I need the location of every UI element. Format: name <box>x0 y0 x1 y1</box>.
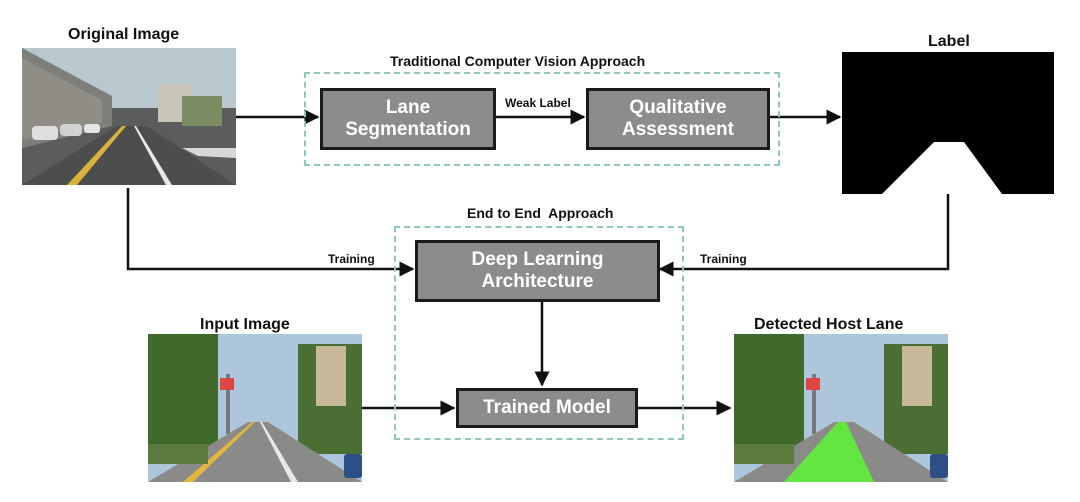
detected-host-lane-image <box>734 334 948 482</box>
qualitative-assessment-box: Qualitative Assessment <box>586 88 770 150</box>
label-mask-image <box>842 52 1054 194</box>
deep-learning-architecture-text: Deep Learning Architecture <box>471 249 604 292</box>
input-image-title: Input Image <box>200 316 290 333</box>
training-right-edge-label: Training <box>700 252 747 266</box>
trained-model-text: Trained Model <box>483 397 611 419</box>
end-to-end-approach-group <box>394 226 684 440</box>
arrow-label-training <box>658 194 950 277</box>
detected-host-lane-title: Detected Host Lane <box>754 316 904 333</box>
qualitative-assessment-text: Qualitative Assessment <box>622 97 734 140</box>
weak-label-edge-label: Weak Label <box>505 96 571 110</box>
traditional-approach-title: Traditional Computer Vision Approach <box>390 53 646 69</box>
original-image <box>22 48 236 185</box>
lane-segmentation-box: Lane Segmentation <box>320 88 496 150</box>
traditional-approach-group <box>304 72 780 166</box>
label-title: Label <box>928 33 970 50</box>
training-left-edge-label: Training <box>328 252 375 266</box>
input-image <box>148 334 362 482</box>
trained-model-box: Trained Model <box>456 388 638 428</box>
deep-learning-architecture-box: Deep Learning Architecture <box>415 240 660 302</box>
original-image-title: Original Image <box>68 26 180 43</box>
end-to-end-approach-title: End to End Approach <box>467 205 614 221</box>
lane-segmentation-text: Lane Segmentation <box>345 97 471 140</box>
arrow-original-training <box>126 188 415 277</box>
